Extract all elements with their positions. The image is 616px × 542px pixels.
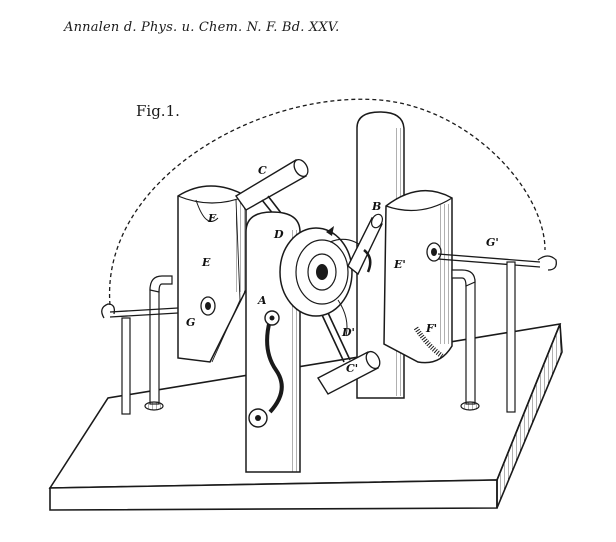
label-E: E bbox=[202, 256, 211, 269]
label-D-prime: D' bbox=[342, 326, 355, 339]
label-G: G bbox=[186, 316, 196, 329]
label-G-prime: G' bbox=[486, 236, 499, 249]
label-C: C bbox=[258, 164, 267, 177]
label-C-prime: C' bbox=[346, 362, 359, 375]
label-E-prime: E' bbox=[394, 258, 406, 271]
label-D: D bbox=[274, 228, 284, 241]
label-F: F bbox=[208, 212, 216, 225]
rotation-arrow bbox=[337, 299, 348, 337]
cylinder-E bbox=[177, 185, 247, 363]
label-B: B bbox=[372, 200, 382, 213]
label-F-prime: F' bbox=[426, 322, 438, 335]
label-A: A bbox=[258, 294, 267, 307]
wheel-assembly bbox=[279, 213, 384, 317]
cylinder-E-prime bbox=[383, 189, 453, 364]
base-board bbox=[48, 322, 566, 511]
left-post bbox=[101, 275, 213, 415]
figure-label: Fig.1. bbox=[136, 102, 180, 120]
right-post bbox=[437, 253, 557, 413]
journal-header: Annalen d. Phys. u. Chem. N. F. Bd. XXV. bbox=[64, 20, 340, 35]
